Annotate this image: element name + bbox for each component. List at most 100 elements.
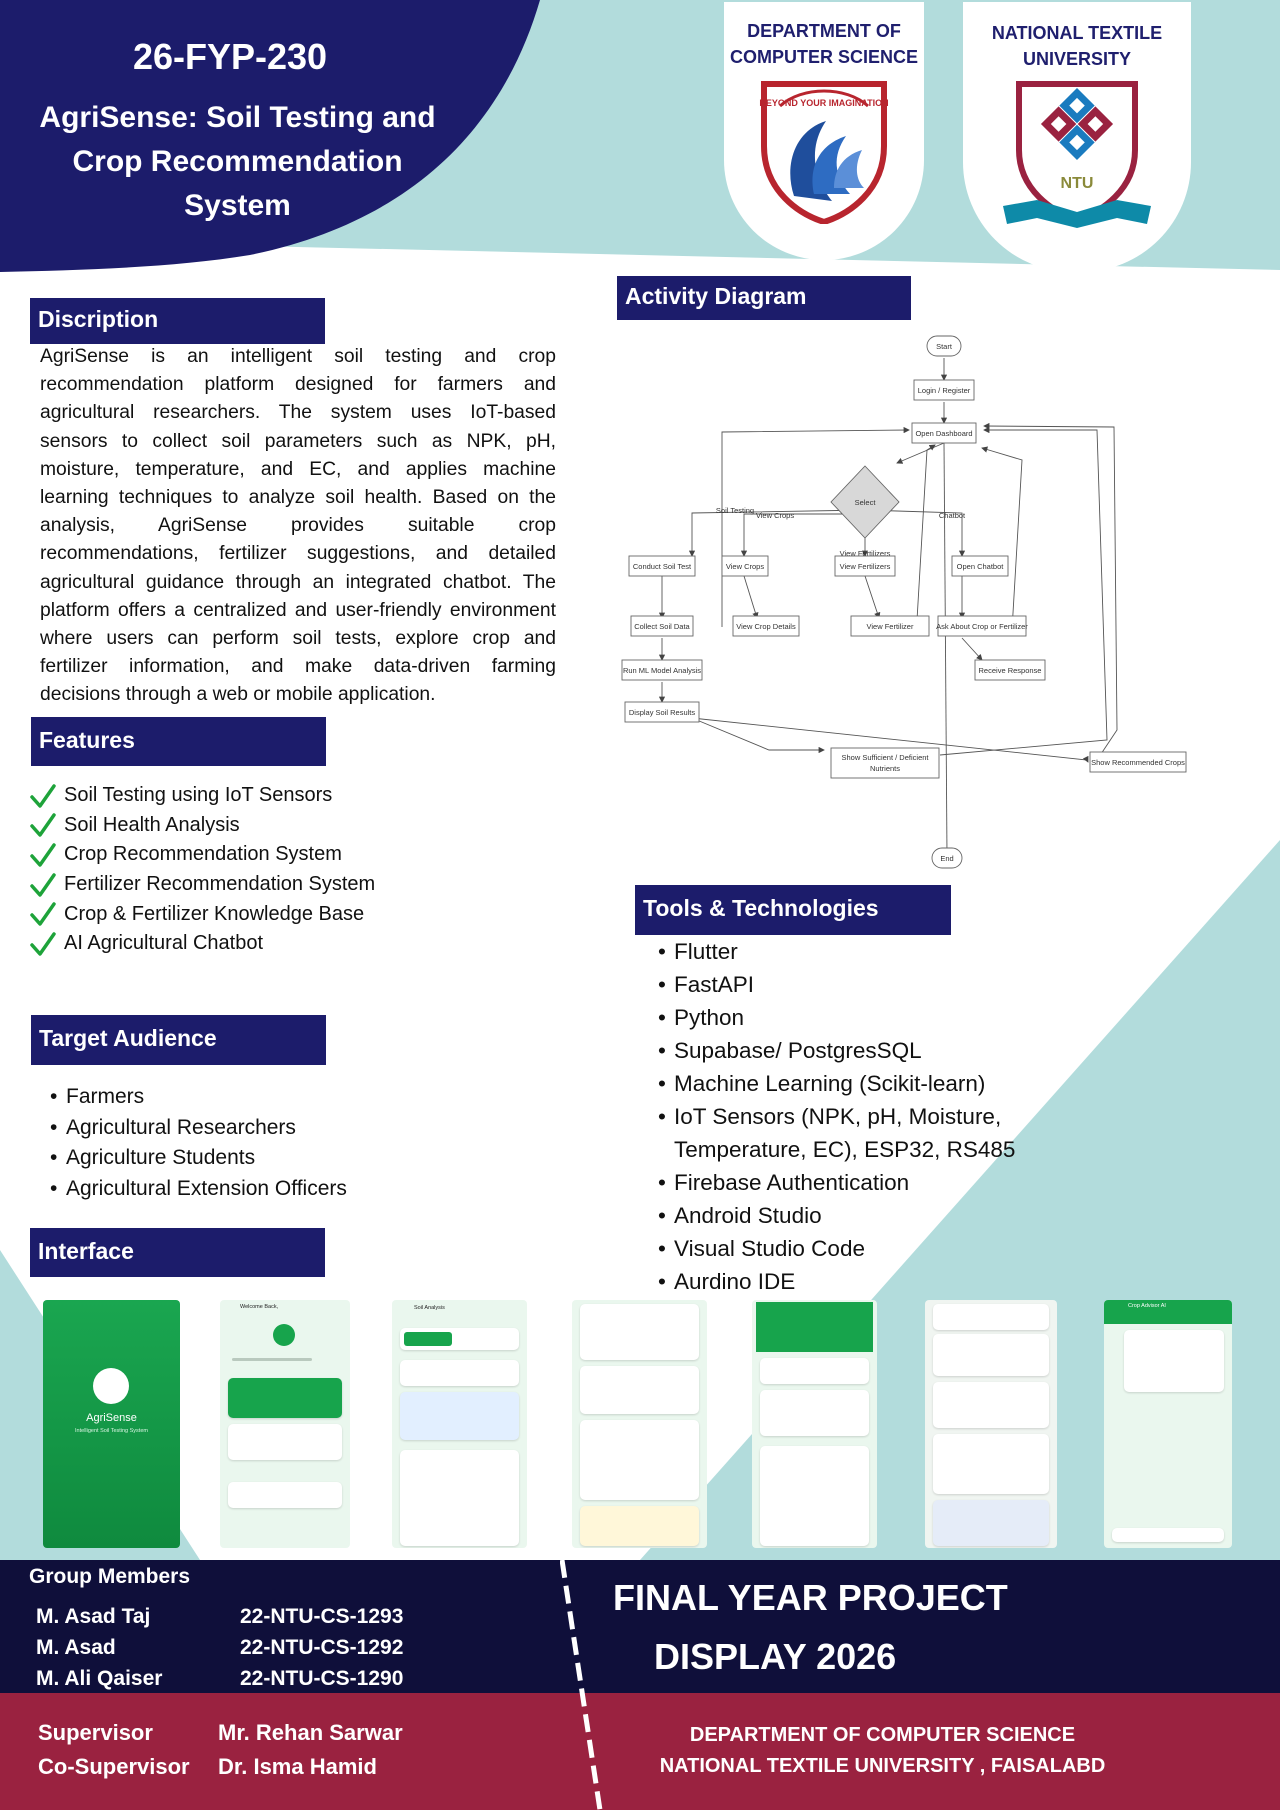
node-select: Select: [855, 498, 877, 507]
footer-divider: [560, 1560, 603, 1810]
interface-heading: Interface: [30, 1228, 325, 1277]
check-icon: [30, 902, 56, 926]
home-hero-icon: [273, 1324, 295, 1346]
tool-item: Visual Studio Code: [658, 1232, 1078, 1265]
member-row: M. Ali Qaiser 22-NTU-CS-1290: [36, 1663, 403, 1694]
node-open-chat: Open Chatbot: [957, 562, 1005, 571]
uni-logo-card: NATIONAL TEXTILE UNIVERSITY NTU: [963, 2, 1191, 272]
node-ask: Ask About Crop or Fertilizer: [936, 622, 1028, 631]
activity-heading: Activity Diagram: [617, 276, 911, 320]
tool-item: Flutter: [658, 935, 1078, 968]
member-id: 22-NTU-CS-1293: [240, 1605, 404, 1628]
audience-heading: Target Audience: [31, 1015, 326, 1065]
tools-list: Flutter FastAPI Python Supabase/ Postgre…: [658, 935, 1078, 1298]
member-id: 22-NTU-CS-1292: [240, 1636, 404, 1659]
description-heading: Discription: [30, 298, 325, 344]
feature-label: Fertilizer Recommendation System: [64, 873, 376, 896]
feature-label: Crop & Fertilizer Knowledge Base: [64, 902, 365, 925]
feature-item: Crop & Fertilizer Knowledge Base: [30, 899, 500, 929]
node-login: Login / Register: [918, 386, 971, 395]
member-name: M. Asad Taj: [36, 1605, 151, 1628]
screen-results: [572, 1300, 707, 1548]
uni-badge-text: NTU: [1061, 175, 1094, 192]
node-view-crops: View Crops: [726, 562, 764, 571]
supervisor-label: Supervisor: [38, 1720, 153, 1745]
feature-item: Soil Health Analysis: [30, 811, 500, 841]
project-title: AgriSense: Soil Testing and Crop Recomme…: [39, 101, 436, 222]
feature-item: Fertilizer Recommendation System: [30, 870, 500, 900]
member-name: M. Ali Qaiser: [36, 1667, 163, 1690]
dept-logo-card: DEPARTMENT OF COMPUTER SCIENCE BEYOND YO…: [724, 2, 924, 260]
footer-bottom: [0, 1693, 1280, 1810]
tool-item: IoT Sensors (NPK, pH, Moisture, Temperat…: [658, 1100, 1078, 1166]
group-heading: Group Members: [29, 1565, 191, 1588]
audience-item: Agriculture Students: [50, 1143, 500, 1174]
footer-dept-line1: DEPARTMENT OF COMPUTER SCIENCE: [689, 1724, 1076, 1746]
tool-item: Aurdino IDE: [658, 1265, 1078, 1298]
footer-top: [0, 1560, 1280, 1693]
node-view-fertilizer: View Fertilizer: [867, 622, 914, 631]
members-list: M. Asad Taj 22-NTU-CS-1293 M. Asad 22-NTU-…: [36, 1601, 403, 1694]
tool-item: Firebase Authentication: [658, 1166, 1078, 1199]
node-start: Start: [936, 342, 953, 351]
member-id: 22-NTU-CS-1290: [240, 1667, 404, 1690]
member-row: M. Asad Taj 22-NTU-CS-1293: [36, 1601, 403, 1632]
node-nutrients-1: Show Sufficient / Deficient: [842, 753, 930, 762]
cosupervisor-label: Co-Supervisor: [38, 1754, 190, 1779]
node-crop-details: View Crop Details: [736, 622, 796, 631]
home-welcome: Welcome Back,: [240, 1304, 279, 1310]
uni-title: NATIONAL TEXTILE UNIVERSITY: [991, 23, 1163, 69]
feature-label: Crop Recommendation System: [64, 843, 342, 866]
description-text: AgriSense is an intelligent soil testing…: [40, 346, 556, 706]
tool-item: Android Studio: [658, 1199, 1078, 1232]
node-collect: Collect Soil Data: [634, 622, 690, 631]
audience-list: Farmers Agricultural Researchers Agricul…: [50, 1082, 500, 1204]
feature-item: AI Agricultural Chatbot: [30, 929, 500, 959]
node-run-ml: Run ML Model Analysis: [623, 666, 701, 675]
feature-label: Soil Testing using IoT Sensors: [64, 784, 333, 807]
screen-fertilizer: [925, 1300, 1057, 1548]
splash-logo-icon: [93, 1368, 129, 1404]
screen-chatbot: Crop Advisor AI: [1104, 1300, 1232, 1548]
feature-item: Soil Testing using IoT Sensors: [30, 781, 500, 811]
final-year-line1: FINAL YEAR PROJECT: [613, 1577, 1008, 1618]
tool-item: FastAPI: [658, 968, 1078, 1001]
node-receive: Receive Response: [979, 666, 1042, 675]
feature-label: Soil Health Analysis: [64, 813, 240, 836]
footer-dept-line2: NATIONAL TEXTILE UNIVERSITY , FAISALABD: [659, 1755, 1106, 1777]
tools-heading: Tools & Technologies: [635, 885, 951, 935]
tool-item: Machine Learning (Scikit-learn): [658, 1067, 1078, 1100]
screen-splash: AgriSense Intelligent Soil Testing Syste…: [43, 1300, 180, 1548]
dept-badge-text: BEYOND YOUR IMAGINATION: [759, 98, 888, 108]
ntu-crest-icon: NTU: [1003, 81, 1151, 228]
edge-soil-testing: Soil Testing: [716, 506, 754, 515]
edge-view-fertilizers: View Fertilizers: [840, 549, 891, 558]
features-heading: Features: [31, 717, 326, 766]
edge-chatbot: Chatbot: [939, 511, 966, 520]
audience-item: Agricultural Researchers: [50, 1113, 500, 1144]
supervisor-name: Mr. Rehan Sarwar: [218, 1720, 403, 1745]
soil-analysis-title: Soil Analysis: [414, 1305, 445, 1311]
check-icon: [30, 932, 56, 956]
check-icon: [30, 813, 56, 838]
node-nutrients-2: Nutrients: [870, 764, 900, 773]
screen-soil-analysis: Soil Analysis: [392, 1300, 527, 1548]
feature-label: AI Agricultural Chatbot: [64, 932, 263, 955]
node-end: End: [940, 854, 953, 863]
cosupervisor-name: Dr. Isma Hamid: [218, 1754, 377, 1779]
project-code: 26-FYP-230: [132, 36, 328, 77]
node-recommended: Show Recommended Crops: [1091, 758, 1185, 767]
audience-item: Farmers: [50, 1082, 500, 1113]
screen-crop-details: [752, 1300, 877, 1548]
chatbot-title: Crop Advisor AI: [1128, 1303, 1166, 1309]
node-view-fert: View Fertilizers: [840, 562, 891, 571]
check-icon: [30, 872, 56, 897]
check-icon: [30, 784, 56, 808]
tool-item: Supabase/ PostgresSQL: [658, 1034, 1078, 1067]
member-name: M. Asad: [36, 1636, 116, 1659]
member-row: M. Asad 22-NTU-CS-1292: [36, 1632, 403, 1663]
splash-app-name: AgriSense: [86, 1412, 137, 1424]
dept-crest-icon: BEYOND YOUR IMAGINATION: [759, 81, 889, 226]
node-display: Display Soil Results: [629, 708, 696, 717]
tool-item: Python: [658, 1001, 1078, 1034]
